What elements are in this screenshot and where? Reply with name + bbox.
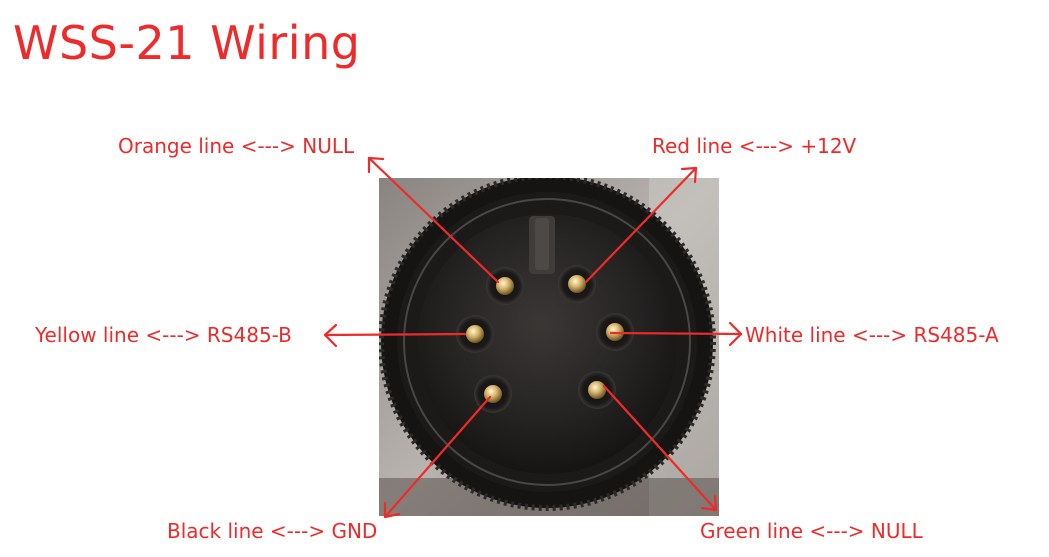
page-title: WSS-21 Wiring (13, 16, 361, 70)
label-orange-line: Orange line <---> NULL (118, 134, 355, 158)
label-white-line: White line <---> RS485-A (745, 323, 999, 347)
pin-red (558, 265, 596, 303)
label-green-line: Green line <---> NULL (700, 519, 923, 543)
pin-white (596, 313, 634, 351)
label-red-line: Red line <---> +12V (652, 134, 857, 158)
pin-yellow (456, 315, 494, 353)
label-black-line: Black line <---> GND (167, 519, 378, 543)
pin-black (474, 375, 512, 413)
connector-photo (379, 178, 719, 516)
pin-orange (486, 267, 524, 305)
pin-green (578, 371, 616, 409)
label-yellow-line: Yellow line <---> RS485-B (35, 323, 292, 347)
